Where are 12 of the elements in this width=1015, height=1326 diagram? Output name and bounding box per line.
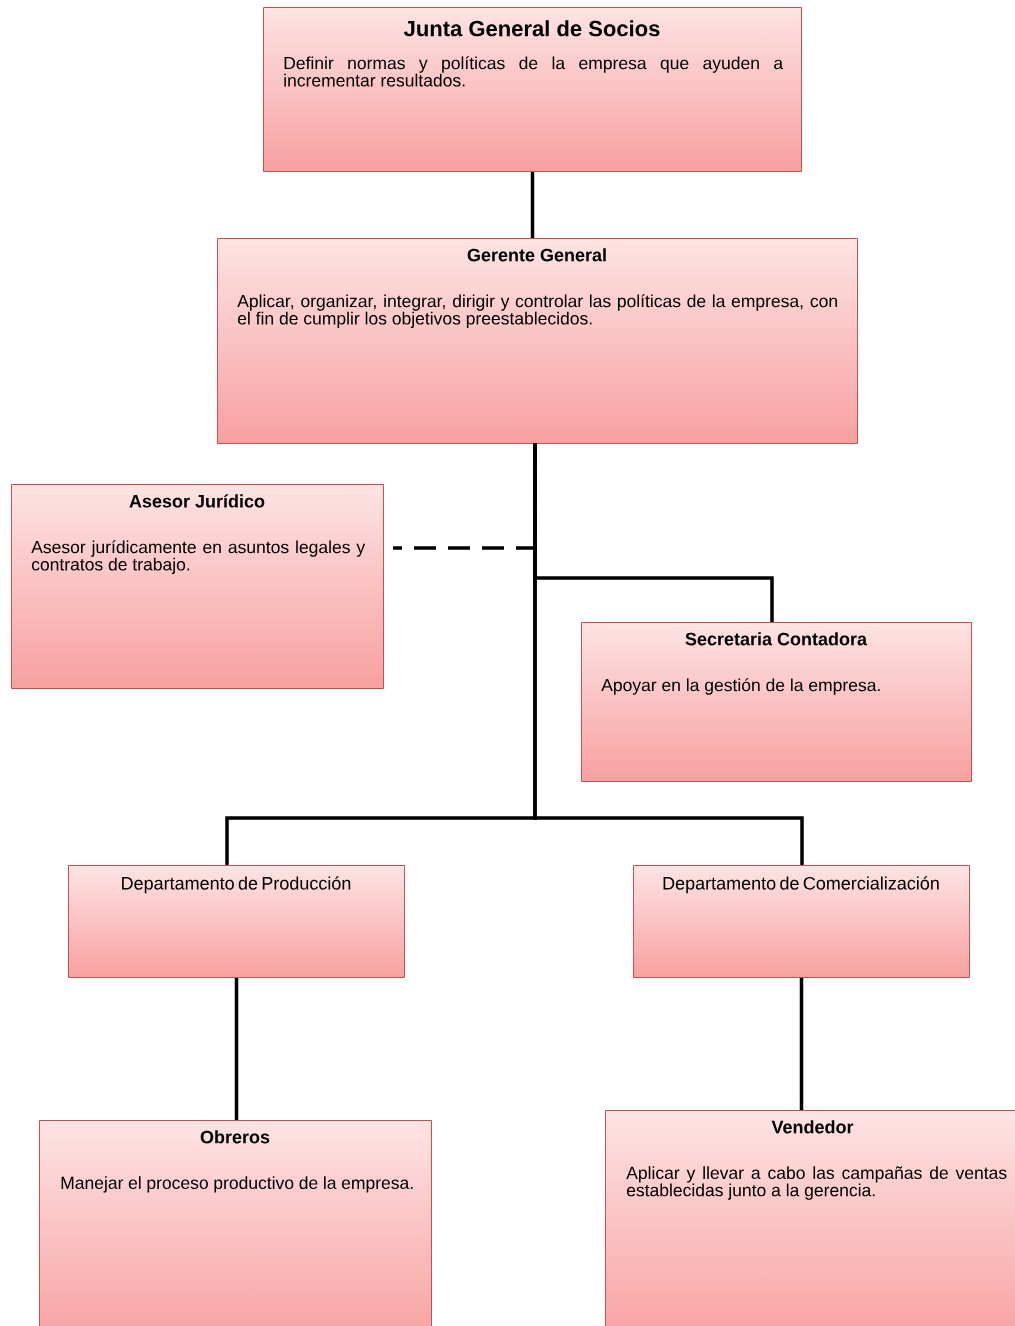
org-box: Obreros Manejar el proceso productivo de la empresa. — [39, 1120, 432, 1326]
connector-line — [799, 978, 804, 1110]
org-box: Gerente General Aplicar, organizar, integrar, dirigir y controlar las políticas de la empresa, con el fin de cumplir los objetivos preestablecidos. — [217, 238, 858, 444]
connector-line — [533, 443, 804, 865]
org-box: Departamento de Producción — [68, 865, 405, 978]
connector-line — [530, 172, 535, 238]
connector-line — [234, 978, 239, 1120]
org-box: Vendedor Aplicar y llevar a cabo las campañas de ventas establecidas junto a la gerencia. — [605, 1110, 1015, 1326]
org-box: Secretaria Contadora Apoyar en la gestión de la empresa. — [581, 622, 972, 782]
org-box: Asesor Jurídico Asesor jurídicamente en asuntos legales y contratos de trabajo. — [11, 484, 384, 689]
org-box: Junta General de Socios Definir normas y políticas de la empresa que ayuden a incrementar resultados. — [263, 7, 802, 172]
org-box: Departamento de Comercialización — [633, 865, 970, 978]
